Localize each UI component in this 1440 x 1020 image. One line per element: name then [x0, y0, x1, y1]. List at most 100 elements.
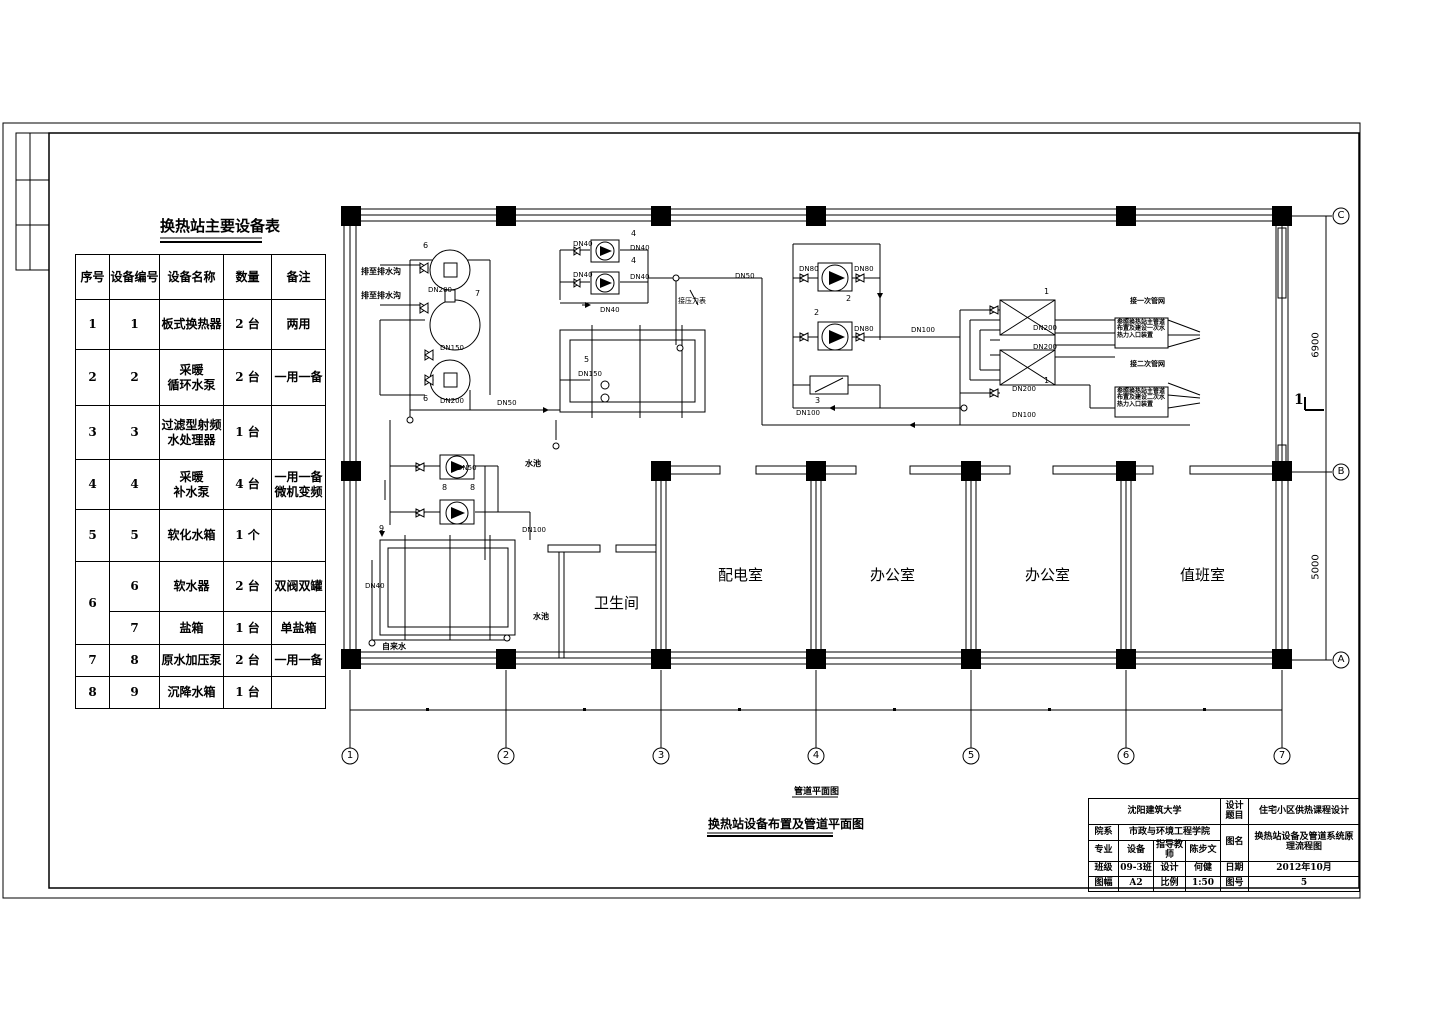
table-row: 6 6 软水器 2 台 双阀双罐 — [75, 561, 326, 645]
title-project: 住宅小区供热课程设计 — [1248, 798, 1361, 825]
cell-seq: 2 — [75, 349, 110, 406]
water-treater — [809, 375, 849, 395]
cell-code: 6 — [109, 561, 160, 612]
dn-label: DN40 — [630, 273, 650, 281]
table-row: 8 9 沉降水箱 1 台 — [75, 676, 326, 709]
cell-seq: 1 — [75, 299, 110, 350]
cell-code: 3 — [109, 405, 160, 460]
header-note: 备注 — [271, 254, 326, 300]
title-designer-label: 设计 — [1153, 860, 1186, 877]
dn-label: DN200 — [440, 397, 464, 405]
axis-label-b: B — [1337, 466, 1345, 477]
cell-note — [271, 676, 326, 709]
gauges — [368, 274, 968, 647]
axis-label-2: 2 — [502, 750, 510, 761]
dn-label: DN50 — [735, 272, 755, 280]
equip-number: 6 — [423, 394, 429, 403]
cell-name: 软水器 — [159, 561, 224, 612]
title-project-label: 设计 题目 — [1220, 798, 1250, 825]
label-water-tap-1: 水池 — [525, 459, 541, 468]
axis-label-5: 5 — [967, 750, 975, 761]
cell-code: 9 — [109, 676, 160, 709]
main-caption: 换热站设备布置及管道平面图 — [708, 817, 865, 831]
cell-seq: 3 — [75, 405, 110, 460]
equip-number: 1 — [1044, 287, 1050, 296]
cell-qty: 2 台 — [223, 349, 272, 406]
header-seq: 序号 — [75, 254, 110, 300]
title-drawing: 换热站设备及管道系统原 理流程图 — [1248, 824, 1361, 862]
dn-label: DN80 — [854, 325, 874, 333]
table-row: 5 5 软化水箱 1 个 — [75, 509, 326, 562]
cell-note: 一用一备 — [271, 644, 326, 677]
dimension-6900: 6900 — [1310, 332, 1322, 358]
label-drain-2: 排至排水沟 — [361, 291, 401, 300]
table-row: 2 2 采暖 循环水泵 2 台 一用一备 — [75, 349, 326, 406]
cell-name: 盐箱 — [159, 611, 224, 645]
cell-seq: 6 — [75, 561, 110, 645]
dimension-ticks — [426, 708, 1206, 711]
room-toilet: 卫生间 — [594, 594, 640, 612]
cell-name: 板式换热器 — [159, 299, 224, 350]
cell-note: 一用一备 — [271, 349, 326, 406]
title-size-label: 图幅 — [1088, 875, 1119, 892]
dimension-5000: 5000 — [1310, 554, 1322, 580]
title-dept: 市政与环境工程学院 — [1117, 824, 1222, 841]
dn-label: DN200 — [1033, 343, 1057, 351]
equip-number: 2 — [814, 308, 820, 317]
title-number: 5 — [1248, 875, 1361, 892]
inner-border — [48, 132, 1360, 889]
dn-label: DN40 — [600, 306, 620, 314]
section-mark — [1304, 397, 1324, 411]
dn-label: DN200 — [428, 286, 452, 294]
cell-qty: 1 个 — [223, 509, 272, 562]
cell-qty: 1 台 — [223, 611, 272, 645]
dn-label: DN50 — [497, 399, 517, 407]
equip-number: 1 — [1044, 376, 1050, 385]
dn-label: DN100 — [522, 526, 546, 534]
water-tanks — [379, 325, 706, 640]
equip-number: 6 — [423, 241, 429, 250]
cell-note: 单盐箱 — [271, 611, 326, 645]
flow-arrows — [379, 290, 920, 537]
dn-label: DN100 — [796, 409, 820, 417]
equip-number: 4 — [631, 229, 637, 238]
dn-label: DN80 — [799, 265, 819, 273]
equip-number: 3 — [815, 396, 821, 405]
equip-number: 8 — [470, 483, 476, 492]
label-water-tap-2: 水池 — [533, 612, 549, 621]
title-major-label: 专业 — [1088, 840, 1119, 862]
grid-axis-lines — [349, 215, 1332, 748]
axis-label-3: 3 — [657, 750, 665, 761]
header-qty: 数量 — [223, 254, 272, 300]
header-code: 设备编号 — [109, 254, 160, 300]
room-office-1: 办公室 — [870, 566, 916, 584]
label-secondary: 接二次管网 — [1130, 360, 1165, 368]
dn-label: DN100 — [1012, 411, 1036, 419]
label-pressure-tap: 接压力表 — [678, 297, 706, 305]
room-office-2: 办公室 — [1025, 566, 1071, 584]
dn-label: DN50 — [457, 464, 477, 472]
cell-name: 过滤型射频 水处理器 — [159, 405, 224, 460]
title-school: 沈阳建筑大学 — [1087, 798, 1222, 825]
cell-code: 7 — [109, 611, 160, 645]
table-header-row: 序号 设备编号 设备名称 数量 备注 — [75, 254, 326, 300]
axis-bubbles — [341, 207, 1350, 765]
title-date: 2012年10月 — [1248, 860, 1361, 877]
table-row: 1 1 板式换热器 2 台 两用 — [75, 299, 326, 350]
header-name: 设备名称 — [159, 254, 224, 300]
cell-code: 4 — [109, 459, 160, 510]
dn-label: DN150 — [578, 370, 602, 378]
title-dept-label: 院系 — [1088, 824, 1119, 841]
cell-name: 采暖 补水泵 — [159, 459, 224, 510]
pumps — [439, 239, 853, 525]
room-switchgear: 配电室 — [718, 566, 764, 584]
axis-label-6: 6 — [1122, 750, 1130, 761]
binding-strip — [15, 132, 50, 271]
section-number: 1 — [1294, 392, 1304, 408]
heat-exchangers — [999, 299, 1056, 386]
valves — [414, 246, 1000, 518]
piping — [371, 243, 1201, 641]
heat-entry-boxes — [1114, 317, 1169, 418]
equip-number: 9 — [379, 524, 385, 533]
table-row: 7 8 原水加压泵 2 台 一用一备 — [75, 644, 326, 677]
